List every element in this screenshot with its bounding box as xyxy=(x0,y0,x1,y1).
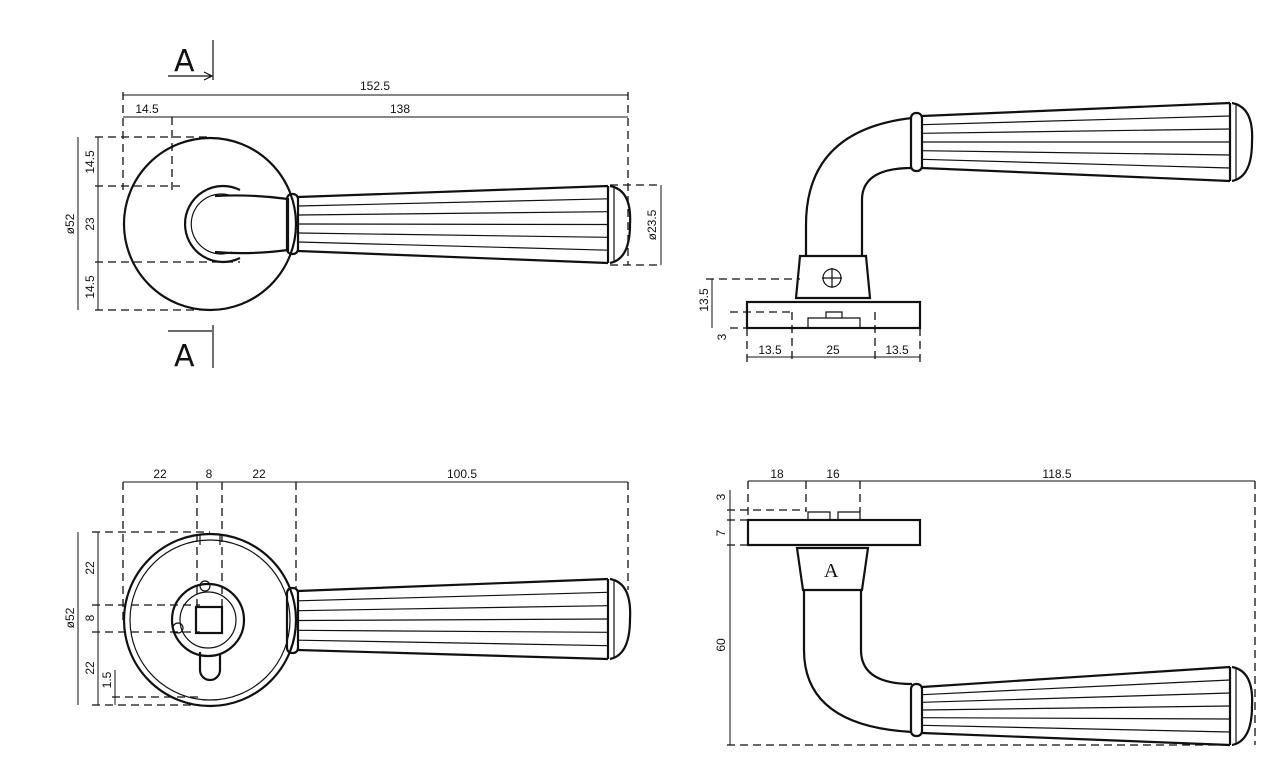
lever-flute xyxy=(921,158,1231,169)
lever-flute xyxy=(921,115,1231,126)
dim-lever-diameter: ø23.5 xyxy=(645,209,659,240)
lever-flute xyxy=(921,724,1231,733)
front-view: 152.5 14.5 138 14.5 23 14.5 ø52 ø23.5 A … xyxy=(63,40,662,374)
dim-v-bottom: 22 xyxy=(83,661,97,675)
back-view: 22 8 22 100.5 22 8 22 1.5 ø52 xyxy=(63,467,632,708)
lever-arm xyxy=(802,590,913,734)
dim-v-small: 1.5 xyxy=(100,671,114,688)
lever-end-cap xyxy=(609,577,632,661)
dim-height: 60 xyxy=(714,638,728,652)
rosette xyxy=(122,532,298,708)
lever-end-cap xyxy=(1231,665,1254,747)
lever-flute xyxy=(297,618,609,622)
base-plate xyxy=(746,518,922,547)
dim-right: 22 xyxy=(252,467,266,481)
lever xyxy=(909,101,1254,183)
lever xyxy=(909,665,1254,747)
lever-flute xyxy=(297,629,609,633)
lever-flute xyxy=(921,679,1231,696)
lever-end-cap xyxy=(609,184,632,265)
dim-v-top: 22 xyxy=(83,561,97,575)
lever-flute xyxy=(921,692,1231,703)
dim-lever: 118.5 xyxy=(1042,467,1071,481)
section-label: A xyxy=(824,560,839,582)
lever-flute xyxy=(297,232,609,238)
dim-rose-diameter: ø52 xyxy=(63,607,77,628)
side-view: 13.5 3 13.5 25 13.5 xyxy=(697,101,1254,362)
lever xyxy=(285,184,632,265)
dim-rose-offset: 14.5 xyxy=(135,102,159,116)
lever xyxy=(285,577,632,661)
lever-flute xyxy=(297,198,609,207)
lever-flute xyxy=(921,150,1231,156)
section-marker-top: A xyxy=(174,44,195,79)
neck-outline xyxy=(184,184,241,264)
dim-lever-length: 138 xyxy=(390,102,410,116)
lever-collar xyxy=(909,111,924,173)
lever-flute xyxy=(297,639,609,647)
lever-arm xyxy=(804,116,913,256)
dim-center: 16 xyxy=(826,467,840,481)
rose-neck xyxy=(794,254,872,300)
base-plate xyxy=(745,300,922,330)
lever-flute xyxy=(921,717,1231,720)
dim-top: 14.5 xyxy=(83,150,97,174)
dim-middle: 23 xyxy=(83,217,97,231)
lever-flute xyxy=(297,211,609,216)
dim-left: 18 xyxy=(770,467,784,481)
spring-tab xyxy=(198,652,222,682)
dim-v-mid: 8 xyxy=(83,614,97,621)
dim-center: 8 xyxy=(206,467,213,481)
dim-total-length: 152.5 xyxy=(360,79,390,93)
rosette xyxy=(122,136,298,312)
lever-flute xyxy=(921,705,1231,711)
dim-lever: 100.5 xyxy=(447,467,477,481)
dim-plate: 7 xyxy=(714,529,728,536)
section-marker-bottom: A xyxy=(174,339,195,374)
lever-collar xyxy=(909,682,924,738)
spindle-housing xyxy=(170,582,246,658)
dim-top: 3 xyxy=(714,493,728,500)
dim-bottom: 14.5 xyxy=(83,275,97,299)
square-spindle-hole xyxy=(194,605,224,635)
dim-height: 13.5 xyxy=(697,288,711,312)
dim-right: 13.5 xyxy=(885,343,909,357)
dim-center: 25 xyxy=(826,343,840,357)
lever-flute xyxy=(297,591,609,602)
dim-left: 13.5 xyxy=(758,343,782,357)
lever-flute xyxy=(921,128,1231,134)
dim-rose-diameter: ø52 xyxy=(63,213,77,234)
lever-neck xyxy=(214,194,290,255)
lever-flute xyxy=(297,241,609,251)
lever-end-cap xyxy=(1231,101,1254,183)
section-view: A 18 16 118.5 3 7 60 xyxy=(714,467,1256,747)
dim-plate: 3 xyxy=(715,333,729,340)
lever-flute xyxy=(297,223,609,226)
lever-flute xyxy=(297,605,609,612)
dim-left: 22 xyxy=(153,467,167,481)
